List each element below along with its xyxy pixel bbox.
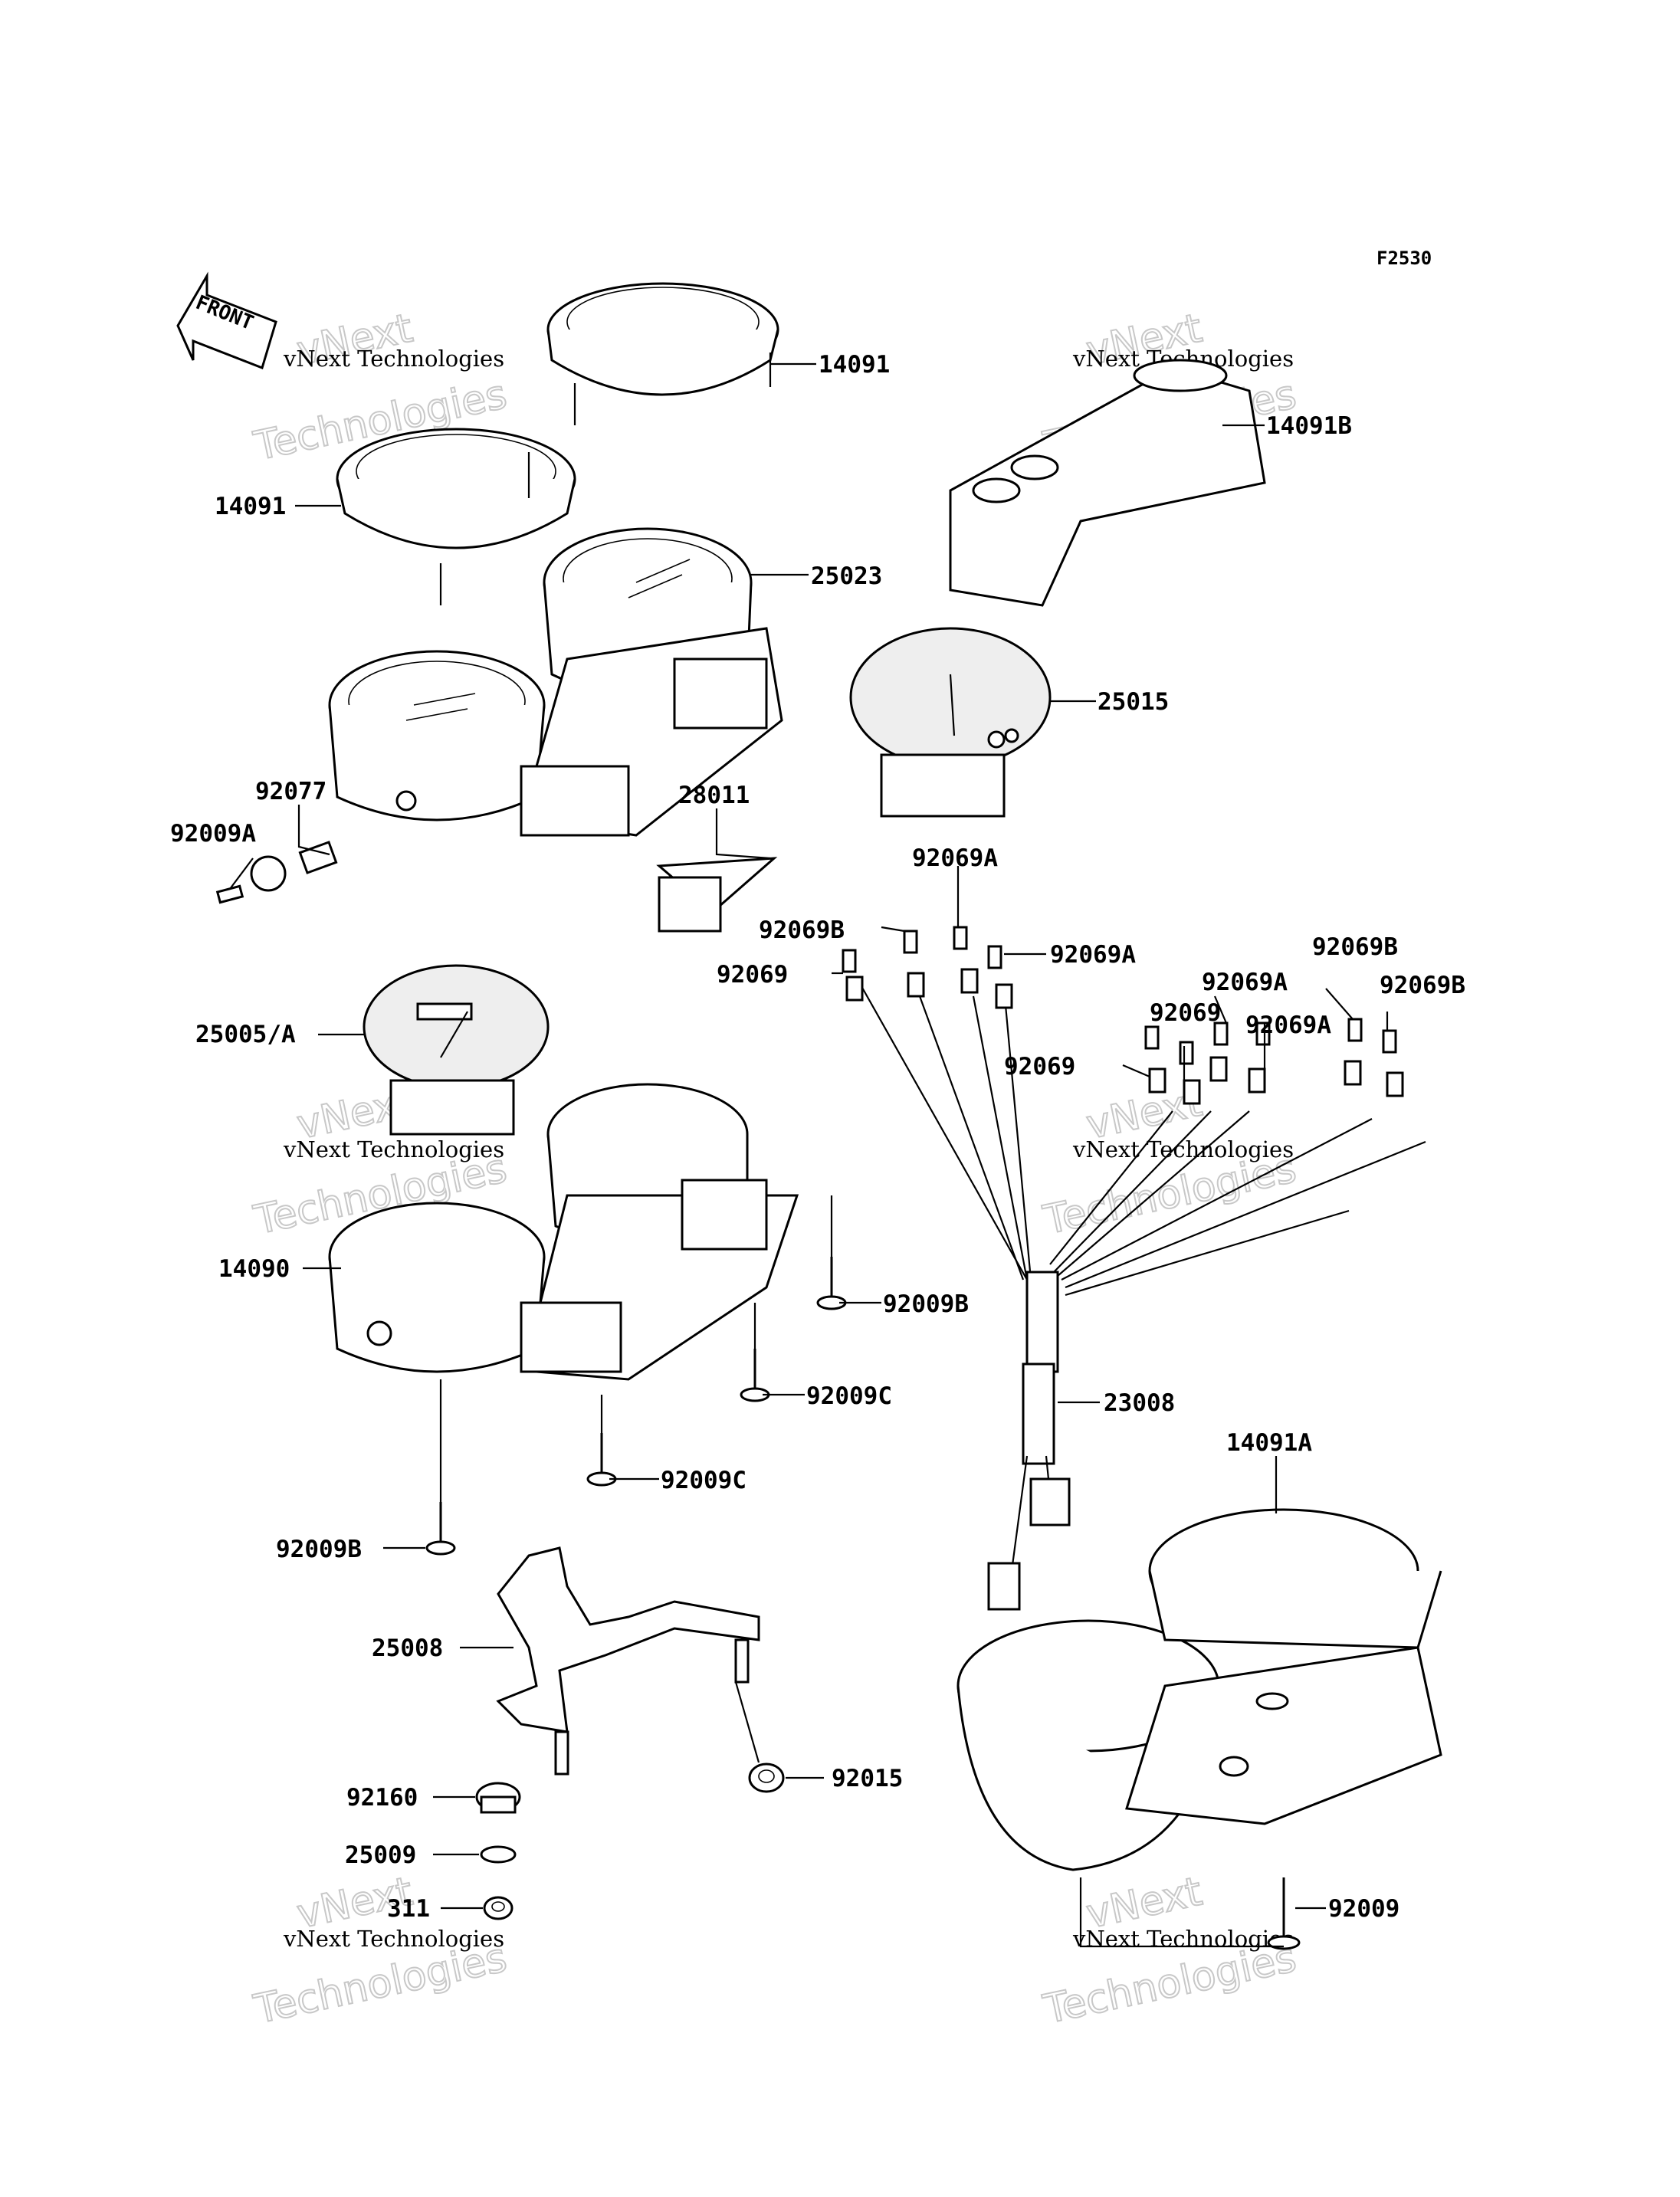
label-14091A: 14091A xyxy=(1226,1429,1312,1457)
grommet-92160 xyxy=(475,1782,521,1814)
label-25005A: 25005/A xyxy=(195,1021,296,1048)
label-92069A-top: 92069A xyxy=(912,844,998,872)
label-14091-left: 14091 xyxy=(215,493,286,520)
ring-14091-left xyxy=(336,428,576,605)
svg-text:vNext Technologies: vNext Technologies xyxy=(283,346,504,372)
label-28011: 28011 xyxy=(678,782,750,809)
part-28011 xyxy=(656,857,778,933)
washer-25009 xyxy=(480,1845,517,1864)
label-92009C-1: 92009C xyxy=(806,1382,892,1410)
label-25009: 25009 xyxy=(345,1841,416,1869)
label-92069-1: 92069 xyxy=(717,961,788,989)
front-arrow-icon: FRONT xyxy=(176,271,277,369)
label-25008: 25008 xyxy=(372,1635,443,1662)
nut-311 xyxy=(483,1896,514,1920)
screw-92009 xyxy=(1267,1877,1301,1950)
label-14091B: 14091B xyxy=(1266,412,1352,440)
screw-92009B-1 xyxy=(816,1257,847,1310)
screw-92009B-2 xyxy=(425,1502,456,1556)
label-311: 311 xyxy=(387,1895,430,1923)
leader-lines xyxy=(229,362,1389,1948)
gauge-25015 xyxy=(849,627,1052,818)
screw-92077 xyxy=(250,841,338,892)
label-92069B-2: 92069B xyxy=(1312,933,1398,961)
svg-text:vNext Technologies: vNext Technologies xyxy=(283,1926,504,1952)
label-92069B-3: 92069B xyxy=(1380,972,1465,999)
screw-92009C-2 xyxy=(586,1433,617,1487)
label-25023: 25023 xyxy=(811,562,882,590)
watermark-bottom-left: vNext Technologies vNext Technologies xyxy=(249,1867,511,2034)
label-92069A-3: 92069A xyxy=(1202,969,1288,996)
ring-14091-top xyxy=(546,282,779,425)
watermark-bottom-right: vNext Technologies vNext Technologies xyxy=(1039,1867,1301,2034)
label-14091-top: 14091 xyxy=(819,351,890,379)
label-92069-3: 92069 xyxy=(1004,1053,1075,1080)
label-92009C-2: 92009C xyxy=(661,1467,746,1494)
label-92009B-2: 92009B xyxy=(276,1536,362,1563)
label-92160: 92160 xyxy=(346,1784,418,1812)
screw-92009C-1 xyxy=(740,1349,770,1402)
label-92069A-4: 92069A xyxy=(1245,1012,1331,1039)
cover-14091A xyxy=(956,1508,1442,1871)
label-92069A-2: 92069A xyxy=(1050,941,1136,969)
figure-id: F2530 xyxy=(1376,248,1432,269)
label-92009B-1: 92009B xyxy=(883,1290,969,1318)
nut-92015 xyxy=(748,1763,785,1793)
label-92009: 92009 xyxy=(1328,1895,1399,1923)
bulb-sockets xyxy=(842,926,1404,1105)
svg-text:vNext Technologies: vNext Technologies xyxy=(283,1136,504,1162)
meter-case-25023 xyxy=(328,527,783,837)
label-92069-2: 92069 xyxy=(1150,999,1221,1027)
gauge-25005A xyxy=(363,964,550,1136)
label-92009A: 92009A xyxy=(170,820,256,848)
cover-14091B xyxy=(949,359,1266,607)
svg-text:vNext Technologies: vNext Technologies xyxy=(1072,1926,1294,1952)
wiring-harness-23008 xyxy=(858,980,1426,1611)
label-92077: 92077 xyxy=(255,778,326,805)
label-23008: 23008 xyxy=(1104,1389,1175,1417)
watermark-mid-right: vNext Technologies vNext Technologies xyxy=(1039,1078,1301,1244)
bracket-25008 xyxy=(496,1546,760,1776)
label-14090: 14090 xyxy=(218,1255,290,1283)
housing-14090 xyxy=(328,1083,799,1381)
label-92069B-1: 92069B xyxy=(759,917,845,944)
label-92015: 92015 xyxy=(832,1765,903,1792)
screw-92009A xyxy=(215,884,244,904)
label-25015: 25015 xyxy=(1098,688,1169,716)
